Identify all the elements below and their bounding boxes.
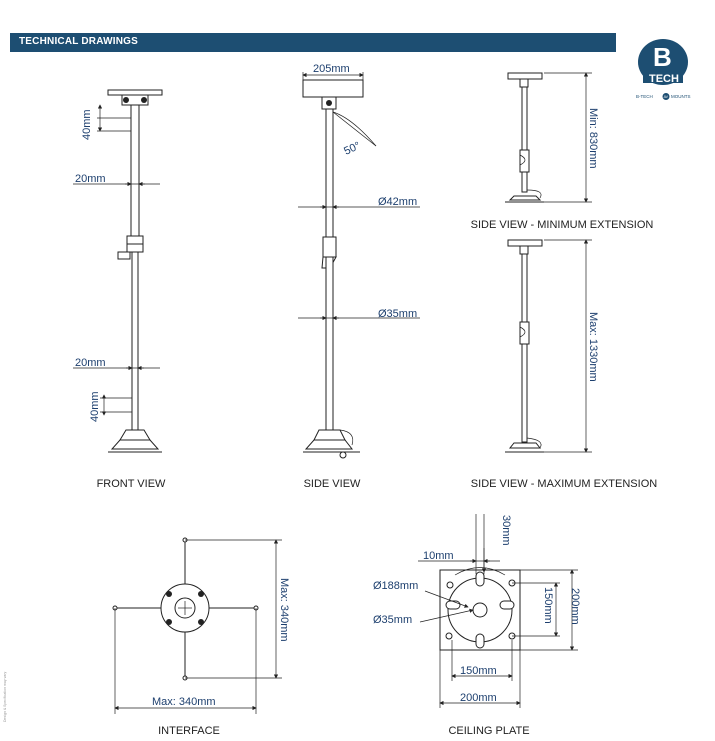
side-collar	[322, 236, 337, 258]
caption-side-max: SIDE VIEW - MAXIMUM EXTENSION	[471, 478, 657, 490]
interface-drawing: Max: 340mm Max: 340mm	[112, 537, 290, 714]
btech-logo: B TECH B-TECH AV MOUNTS	[636, 39, 691, 100]
side-dim-angle: 50°	[342, 140, 362, 158]
plate-dim-10: 10mm	[423, 550, 454, 562]
caption-ceiling-plate: CEILING PLATE	[448, 725, 529, 737]
header-bar: TECHNICAL DRAWINGS	[10, 33, 616, 52]
plate-dim-200-horizontal: 200mm	[460, 692, 497, 704]
logo-word: TECH	[649, 73, 679, 85]
front-base	[110, 439, 160, 450]
side-upper-tube	[325, 108, 334, 238]
logo-tagline-left: B-TECH	[636, 94, 653, 99]
plate-dim-150-horizontal: 150mm	[460, 665, 497, 677]
max-ext-dim: Max: 1330mm	[587, 312, 599, 382]
plate-dim-200-vertical: 200mm	[569, 588, 581, 625]
side-view-drawing: 205mm 50° Ø42mm Ø35mm	[298, 63, 420, 459]
side-dim-dia-35: Ø35mm	[378, 308, 417, 320]
side-top-plate	[302, 79, 364, 98]
side-dim-width: 205mm	[313, 63, 350, 75]
front-dim-40-top: 40mm	[81, 109, 93, 140]
front-top-plate	[107, 89, 163, 96]
interface-dim-vertical: Max: 340mm	[278, 578, 290, 642]
max-top-plate	[507, 239, 543, 247]
caption-front-view: FRONT VIEW	[97, 478, 166, 490]
min-top-plate	[507, 72, 543, 80]
front-dim-40-bottom: 40mm	[89, 391, 101, 422]
front-upper-tube	[130, 104, 140, 246]
plate-dim-30: 30mm	[500, 515, 512, 546]
header-title: TECHNICAL DRAWINGS	[19, 36, 138, 47]
plate-dim-150-vertical: 150mm	[542, 587, 554, 624]
front-dim-20-top: 20mm	[75, 173, 106, 185]
front-dim-20-bottom: 20mm	[75, 357, 106, 369]
caption-interface: INTERFACE	[158, 725, 220, 737]
caption-side-min: SIDE VIEW - MINIMUM EXTENSION	[471, 219, 654, 231]
side-note: Design & Specification may vary	[3, 672, 7, 722]
logo-tagline-right: MOUNTS	[671, 94, 691, 99]
side-max-view-drawing: Max: 1330mm	[505, 239, 599, 453]
logo-tagline-mid: AV	[664, 95, 669, 99]
plate-dim-35: Ø35mm	[373, 614, 412, 626]
min-ext-dim: Min: 830mm	[587, 108, 599, 169]
ceiling-plate-drawing: 30mm 10mm Ø188mm Ø35mm 150mm 200mm 150mm…	[373, 514, 581, 708]
side-min-view-drawing: Min: 830mm	[505, 72, 599, 203]
side-dim-dia-42: Ø42mm	[378, 196, 417, 208]
side-base	[304, 439, 354, 450]
front-lower-tube	[131, 251, 139, 431]
caption-side-view: SIDE VIEW	[304, 478, 361, 490]
front-base-upper	[119, 429, 151, 441]
front-knob	[117, 251, 131, 260]
interface-dim-horizontal: Max: 340mm	[152, 696, 216, 708]
front-view-drawing: 40mm 20mm 20mm 40mm	[73, 89, 163, 453]
plate-dim-188: Ø188mm	[373, 580, 418, 592]
side-lower-tube	[325, 256, 334, 431]
logo-big-letter: B	[653, 42, 672, 72]
